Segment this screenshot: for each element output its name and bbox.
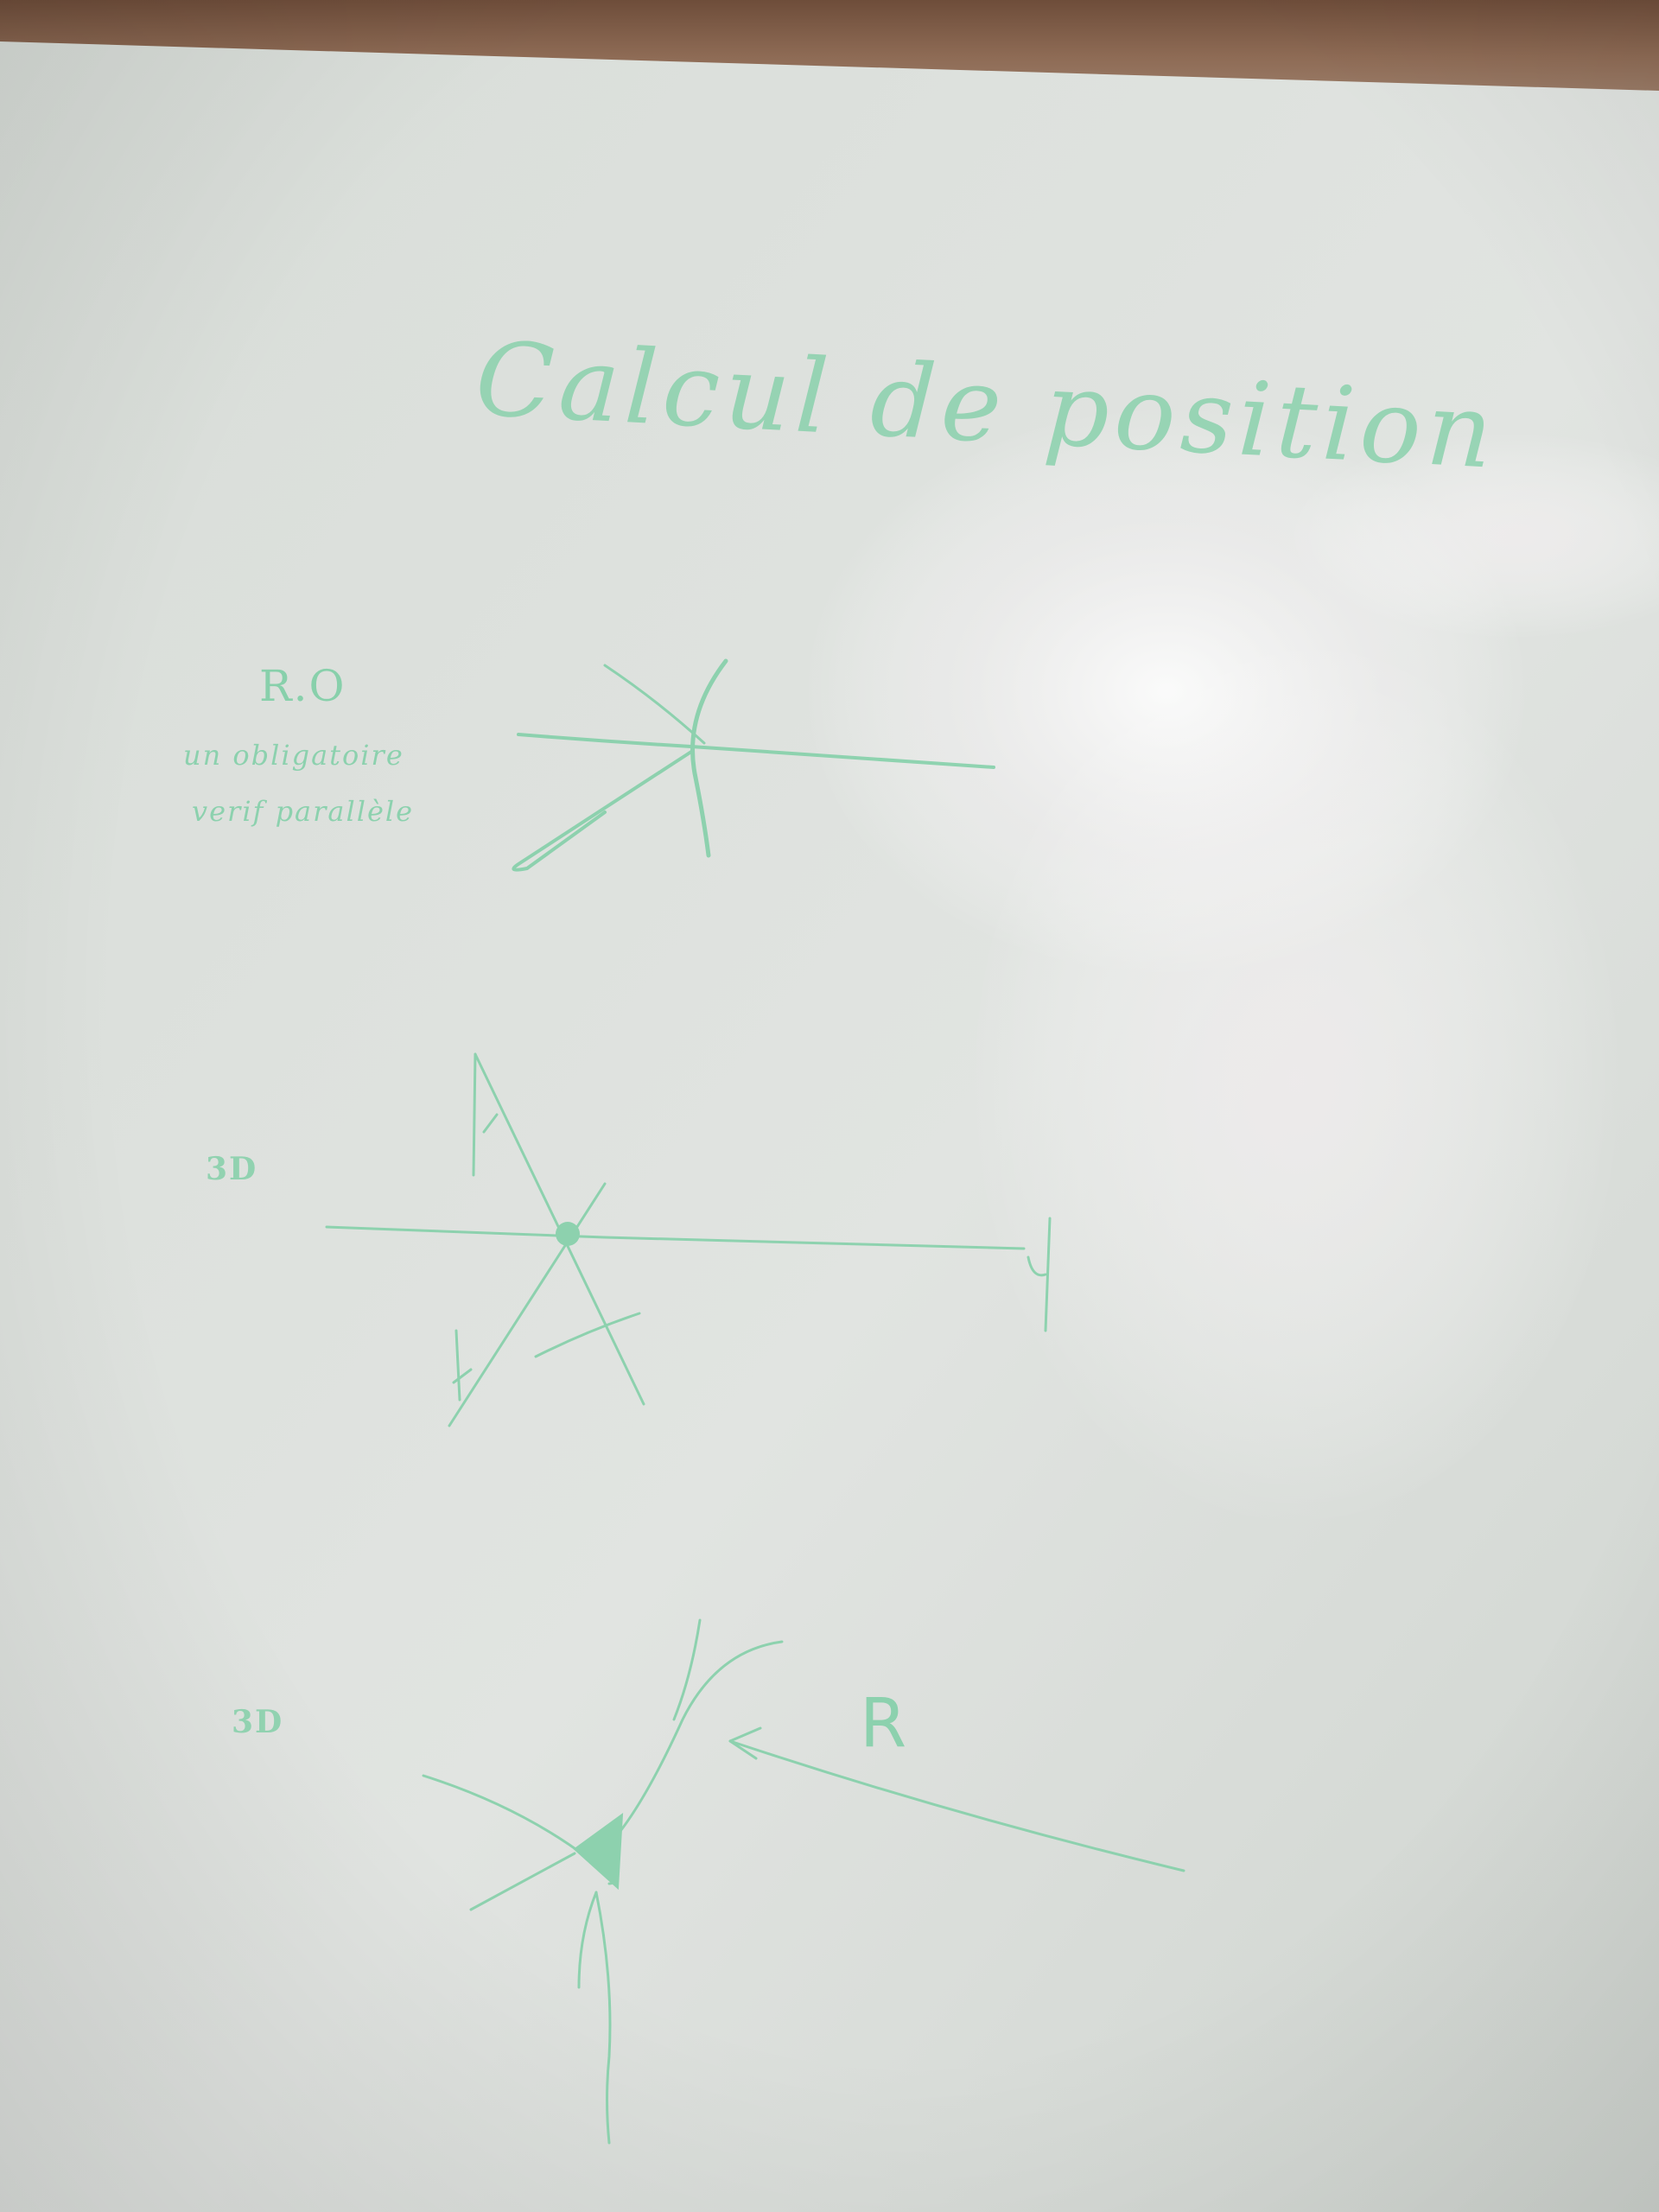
diagram-three-spheres xyxy=(422,1618,1185,2145)
pointer-arrow xyxy=(728,1739,1185,1872)
diagram-label-3d-second: 3D xyxy=(232,1704,284,1740)
note-line-2: verif parallèle xyxy=(192,795,415,828)
note-heading: R.O xyxy=(259,661,346,711)
diagram-three-lines xyxy=(325,1052,1052,1427)
diagram-label-3d-first: 3D xyxy=(206,1151,258,1187)
diagram-two-lines xyxy=(512,658,995,872)
note-line-1: un obligatoire xyxy=(183,739,404,772)
intersection-point xyxy=(556,1222,580,1246)
arrow-label-r: R xyxy=(860,1685,909,1763)
shaded-intersection xyxy=(573,1812,624,1891)
